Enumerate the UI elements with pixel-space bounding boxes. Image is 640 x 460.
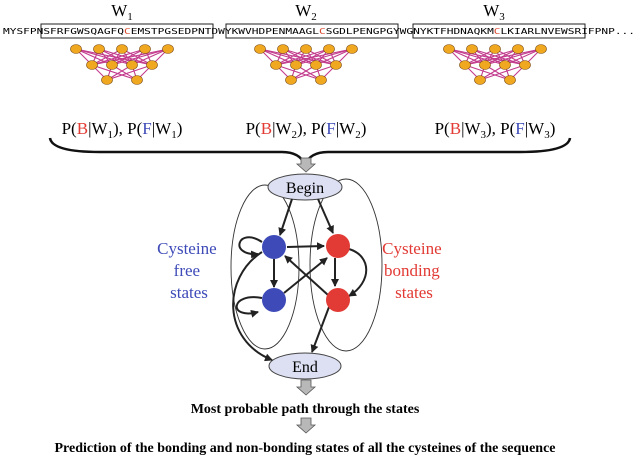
network-node-layer-1 xyxy=(323,44,335,54)
network-node-layer-2 xyxy=(290,60,302,70)
network-connection xyxy=(464,48,519,66)
bonding-states-group xyxy=(309,178,383,352)
window-label-w1: W1 xyxy=(111,1,133,23)
network-node-layer-3 xyxy=(285,75,297,85)
down-arrow-3 xyxy=(295,417,317,434)
bonding-state-2 xyxy=(326,288,350,312)
network-connection xyxy=(290,64,337,81)
free-state-2 xyxy=(262,288,286,312)
network-node-layer-1 xyxy=(535,44,547,54)
prob-label-w3: P(B|W3), P(F|W3) xyxy=(435,119,556,141)
network-node-layer-1 xyxy=(93,44,105,54)
network-connection xyxy=(131,48,169,66)
network-node-layer-2 xyxy=(519,60,531,70)
network-connection xyxy=(305,48,337,66)
path-caption: Most probable path through the states xyxy=(191,402,420,417)
network-connection xyxy=(275,48,330,66)
network-connection xyxy=(91,48,169,66)
network-node-layer-1 xyxy=(254,44,266,54)
network-node-layer-2 xyxy=(106,60,118,70)
end-node xyxy=(268,352,342,380)
window-box-w3 xyxy=(412,23,586,39)
network-connection xyxy=(91,64,138,81)
bonding-states-label: Cysteine bonding states xyxy=(382,239,446,302)
window-box-w1 xyxy=(40,23,214,39)
network-node-layer-2 xyxy=(86,60,98,70)
network-connection xyxy=(471,48,526,66)
transitions xyxy=(232,198,368,362)
network-connection xyxy=(275,64,322,81)
cysteine-w3: C xyxy=(494,27,501,36)
network-node-layer-1 xyxy=(466,44,478,54)
network-node-layer-1 xyxy=(139,44,151,54)
network-node-layer-3 xyxy=(474,75,486,85)
window-label-w2: W2 xyxy=(295,1,317,23)
neural-network-w2 xyxy=(254,44,358,85)
network-connection xyxy=(479,64,526,81)
network-connection xyxy=(464,48,542,66)
neural-network-w3 xyxy=(443,44,547,85)
network-connection xyxy=(484,48,542,66)
window-box-w2 xyxy=(225,23,399,39)
network-connection xyxy=(282,48,337,66)
begin-label: Begin xyxy=(286,180,324,197)
free-state-1 xyxy=(262,235,286,259)
network-connection xyxy=(471,48,506,66)
begin-node xyxy=(267,173,343,201)
network-node-layer-3 xyxy=(504,75,516,85)
network-node-layer-3 xyxy=(315,75,327,85)
network-node-layer-1 xyxy=(70,44,82,54)
network-connection xyxy=(111,48,169,66)
network-node-layer-1 xyxy=(346,44,358,54)
network-node-layer-1 xyxy=(489,44,501,54)
prob-label-w2: P(B|W2), P(F|W2) xyxy=(246,119,367,141)
prediction-caption: Prediction of the bonding and non-bondin… xyxy=(54,441,555,456)
network-node-layer-1 xyxy=(116,44,128,54)
network-node-layer-1 xyxy=(162,44,174,54)
end-label: End xyxy=(292,359,318,376)
network-connection xyxy=(98,48,133,66)
cysteine-w1: C xyxy=(124,27,131,36)
network-connection xyxy=(121,48,153,66)
neural-network-w1 xyxy=(70,44,174,85)
network-node-layer-2 xyxy=(310,60,322,70)
cysteine-w2: C xyxy=(319,27,326,36)
network-node-layer-2 xyxy=(459,60,471,70)
network-connection xyxy=(282,48,317,66)
network-node-layer-1 xyxy=(277,44,289,54)
network-connection xyxy=(91,48,146,66)
down-arrow-1 xyxy=(295,157,317,173)
network-node-layer-1 xyxy=(512,44,524,54)
network-connection xyxy=(275,48,353,66)
network-node-layer-1 xyxy=(300,44,312,54)
network-node-layer-2 xyxy=(146,60,158,70)
network-node-layer-3 xyxy=(101,75,113,85)
free-states-group xyxy=(230,184,300,350)
network-connection xyxy=(504,48,542,66)
network-node-layer-2 xyxy=(499,60,511,70)
network-connection xyxy=(494,48,526,66)
window-label-w3: W3 xyxy=(483,1,505,23)
network-connection xyxy=(106,64,153,81)
network-connection xyxy=(275,48,307,66)
down-arrow-2 xyxy=(295,379,317,396)
network-node-layer-2 xyxy=(479,60,491,70)
network-node-layer-3 xyxy=(131,75,143,85)
bonding-state-1 xyxy=(326,234,350,258)
free-states-label: Cysteine free states xyxy=(157,239,221,302)
network-connection xyxy=(98,48,153,66)
network-connection xyxy=(91,48,123,66)
network-node-layer-2 xyxy=(126,60,138,70)
network-connection xyxy=(464,64,511,81)
network-connection xyxy=(315,48,353,66)
network-node-layer-1 xyxy=(443,44,455,54)
neural-networks xyxy=(70,44,547,85)
prob-label-w1: P(B|W1), P(F|W1) xyxy=(62,119,183,141)
network-node-layer-2 xyxy=(330,60,342,70)
network-connection xyxy=(464,48,496,66)
network-connection xyxy=(295,48,353,66)
network-node-layer-2 xyxy=(270,60,282,70)
